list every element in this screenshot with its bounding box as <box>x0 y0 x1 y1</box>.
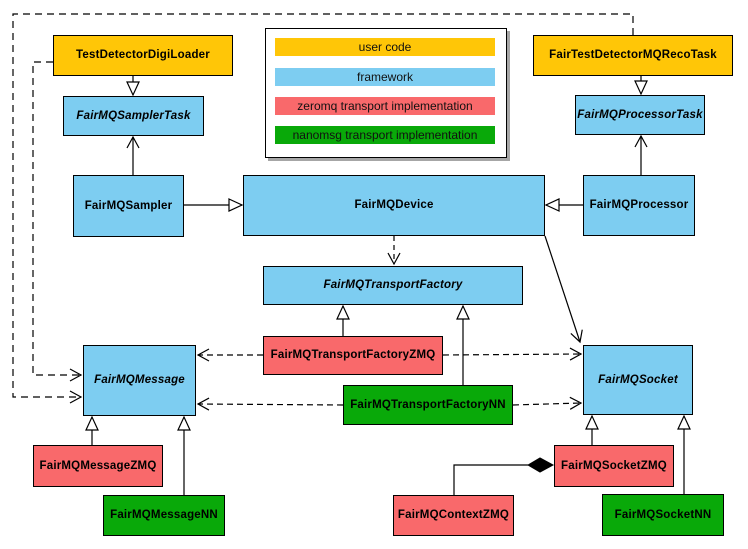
node-fairmqsamplertask: FairMQSamplerTask <box>63 96 204 136</box>
node-fairmqsocket: FairMQSocket <box>583 345 693 415</box>
node-testdetectordigiloader: TestDetectorDigiLoader <box>53 35 233 76</box>
node-fairmqtransportfactorynn: FairMQTransportFactoryNN <box>343 385 513 425</box>
node-fairmqmessage: FairMQMessage <box>83 345 196 416</box>
edge-factorynn-message <box>196 397 344 411</box>
composition-diamond-icon <box>527 457 555 473</box>
node-fairmqsocketnn: FairMQSocketNN <box>602 494 724 536</box>
legend: user code framework zeromq transport imp… <box>265 28 507 158</box>
legend-nanomsg-impl: nanomsg transport implementation <box>275 126 495 144</box>
legend-zeromq-impl: zeromq transport implementation <box>275 97 495 115</box>
legend-user-code: user code <box>275 38 495 56</box>
edge-factorynn-socket <box>512 396 583 410</box>
node-fairtestdetectormqrecotask: FairTestDetectorMQRecoTask <box>533 35 733 76</box>
node-fairmqcontextzmq: FairMQContextZMQ <box>393 495 514 536</box>
edge-device-socket <box>544 235 583 344</box>
edge-recotask-uses-message <box>12 13 634 404</box>
node-fairmqmessagenn: FairMQMessageNN <box>103 495 225 536</box>
legend-framework: framework <box>275 68 495 86</box>
node-fairmqprocessor: FairMQProcessor <box>583 175 695 236</box>
node-fairmqsocketzmq: FairMQSocketZMQ <box>554 445 674 487</box>
node-fairmqdevice: FairMQDevice <box>243 175 545 236</box>
edge-factoryzmq-socket <box>442 347 583 361</box>
node-fairmqmessagezmq: FairMQMessageZMQ <box>33 445 163 487</box>
node-fairmqtransportfactory: FairMQTransportFactory <box>263 266 523 305</box>
node-fairmqtransportfactoryzmq: FairMQTransportFactoryZMQ <box>263 336 443 375</box>
edge-contextzmq-socketzmq <box>453 464 528 495</box>
node-fairmqsampler: FairMQSampler <box>73 175 184 237</box>
node-fairmqprocessortask: FairMQProcessorTask <box>575 95 705 135</box>
